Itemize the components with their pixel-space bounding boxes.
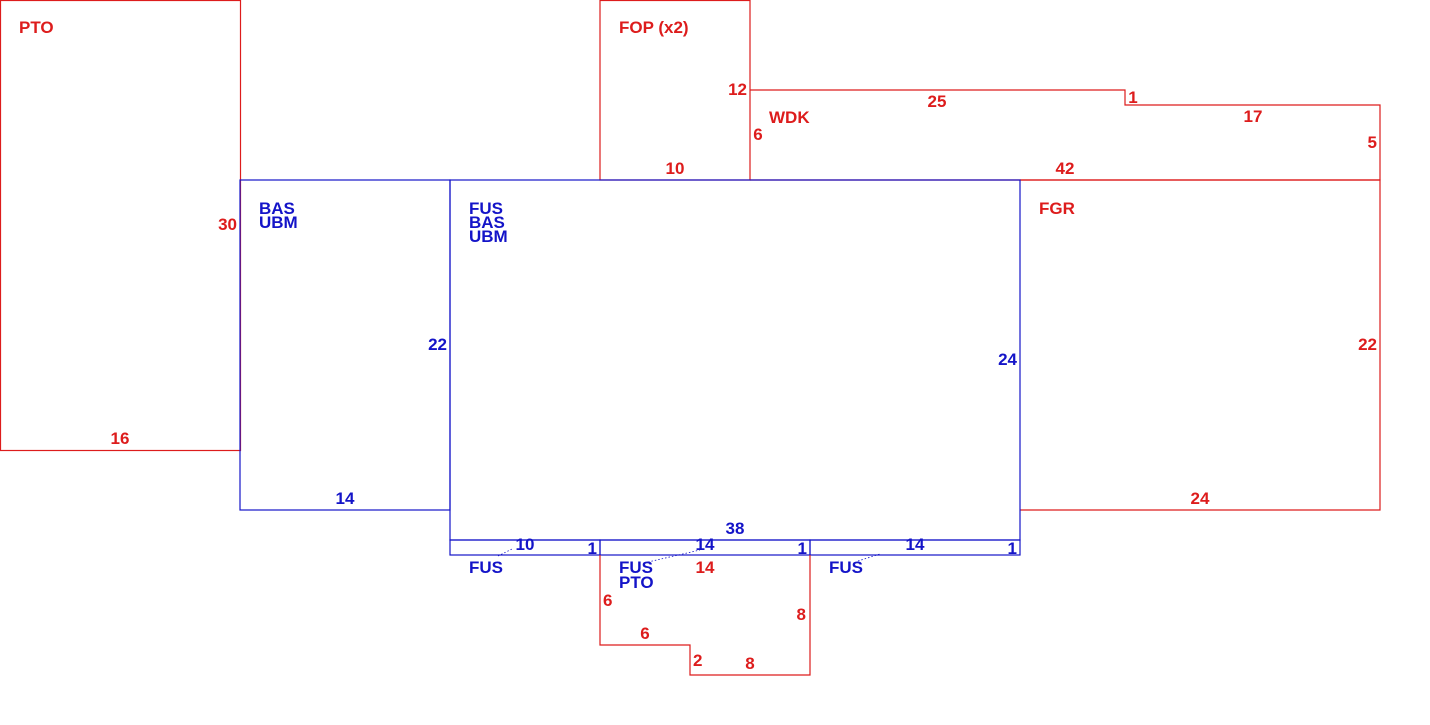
leader-line-right [857, 553, 881, 562]
dim-wdk-step: 1 [1128, 88, 1137, 107]
area-label-bas-main: BAS [469, 213, 505, 232]
dim-fgr-height: 22 [1358, 335, 1377, 354]
dim-strip-left-height: 1 [588, 539, 597, 558]
dim-pto-bottom-notch-width: 6 [640, 624, 649, 643]
dim-pto-bottom-left: 6 [603, 591, 612, 610]
dim-fop-height: 12 [728, 80, 747, 99]
dim-fgr-width: 24 [1191, 489, 1210, 508]
pto-left-outline [0, 0, 242, 452]
dim-pto-bottom-bottom: 8 [745, 654, 754, 673]
dim-pto-left-width: 16 [111, 429, 130, 448]
fus-main-outline [449, 179, 1021, 541]
dim-wdk-left: 6 [753, 125, 762, 144]
fus-strip-right-outline [809, 539, 1021, 556]
dim-strip-right-height: 1 [1008, 539, 1017, 558]
dim-fop-width: 10 [666, 159, 685, 178]
dim-pto-left-height: 30 [218, 215, 237, 234]
area-label-fus-strip-right: FUS [829, 558, 863, 577]
dim-pto-bottom-top: 14 [696, 558, 715, 577]
pto-bottom-outline [599, 555, 811, 676]
dim-fus-main-width: 38 [726, 519, 745, 538]
dim-wdk-top-right: 17 [1244, 107, 1263, 126]
area-label-ubm-main: UBM [469, 227, 508, 246]
area-label-fus-main: FUS [469, 199, 503, 218]
dim-fus-main-height: 24 [998, 350, 1017, 369]
leader-line-left [497, 548, 513, 557]
dim-pto-bottom-notch-height: 2 [693, 651, 702, 670]
dim-strip-right-width: 14 [906, 535, 925, 554]
dim-pto-bottom-right: 8 [797, 605, 806, 624]
dim-bas-left-height: 22 [428, 335, 447, 354]
fgr-outline [1020, 179, 1381, 511]
dim-wdk-bottom: 42 [1056, 159, 1075, 178]
area-label-wdk: WDK [769, 108, 810, 127]
area-label-fgr: FGR [1039, 199, 1075, 218]
area-label-pto-left: PTO [19, 18, 54, 37]
area-label-pto-bottom: PTO [619, 573, 654, 592]
dim-bas-left-width: 14 [336, 489, 355, 508]
dim-strip-mid-width: 14 [696, 535, 715, 554]
area-label-fus-strip-mid: FUS [619, 558, 653, 577]
area-label-fop: FOP (x2) [619, 18, 689, 37]
dim-wdk-top: 25 [928, 92, 947, 111]
area-label-fus-strip-left: FUS [469, 558, 503, 577]
dim-wdk-right: 5 [1368, 133, 1377, 152]
leader-line-mid [647, 549, 701, 563]
area-label-ubm-left: UBM [259, 213, 298, 232]
dim-strip-mid-height: 1 [798, 539, 807, 558]
dim-strip-left-width: 10 [516, 535, 535, 554]
area-label-bas-left: BAS [259, 199, 295, 218]
